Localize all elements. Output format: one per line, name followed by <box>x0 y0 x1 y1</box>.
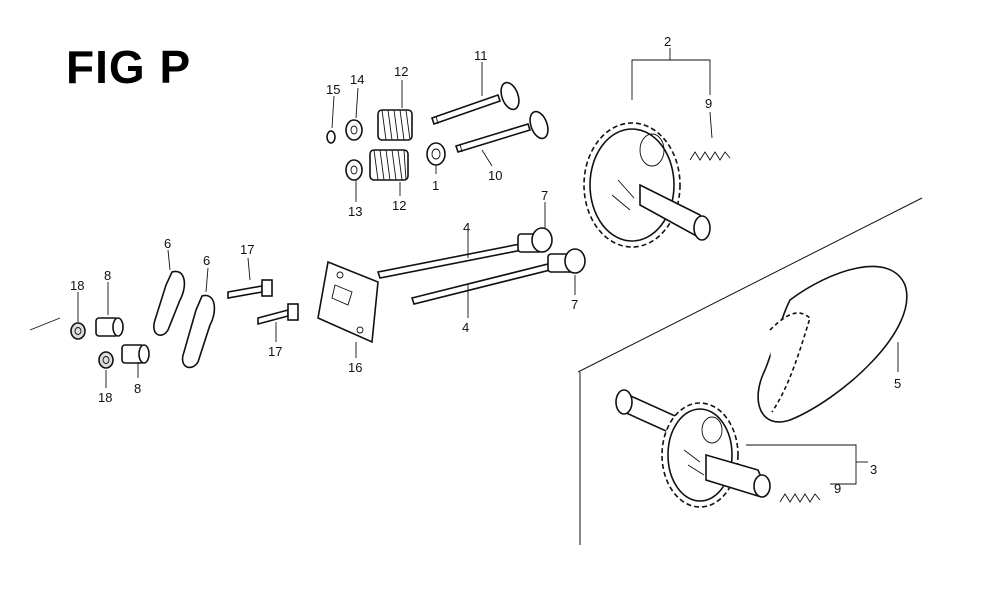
valve-exhaust <box>454 110 549 153</box>
leader-lines <box>29 48 899 485</box>
callout-18-lower: 18 <box>98 390 112 405</box>
pivot-collar-lower <box>121 344 150 364</box>
inset-border <box>577 197 923 545</box>
callout-7-lower: 7 <box>571 297 578 312</box>
push-rod-guide-plate <box>317 260 379 344</box>
callout-12-lower: 12 <box>392 198 406 213</box>
valve-retainer-lower <box>345 159 363 181</box>
callout-6-right: 6 <box>203 253 210 268</box>
callout-12-upper: 12 <box>394 64 408 79</box>
callout-7-upper: 7 <box>541 188 548 203</box>
valve-cotter <box>326 130 336 144</box>
callout-14: 14 <box>350 72 364 87</box>
callout-13: 13 <box>348 204 362 219</box>
callout-4-upper: 4 <box>463 220 470 235</box>
nut-upper <box>70 322 86 340</box>
spring-lower <box>779 493 821 503</box>
figure-title: FIG P <box>66 41 192 93</box>
callout-18-upper: 18 <box>70 278 84 293</box>
camshaft-gear-assembly <box>583 122 711 248</box>
rocker-arm-right <box>181 294 216 369</box>
push-rod-lower <box>410 263 552 305</box>
rocker-arm-left <box>153 270 186 336</box>
nut-lower <box>98 351 114 369</box>
callout-2: 2 <box>664 34 671 49</box>
valve-inlet <box>430 81 520 126</box>
callout-5: 5 <box>894 376 901 391</box>
callout-10: 10 <box>488 168 502 183</box>
callout-9-lower: 9 <box>834 481 841 496</box>
spring-upper <box>689 151 731 161</box>
callout-17-lower: 17 <box>268 344 282 359</box>
crankshaft-sprocket-assembly <box>615 389 771 508</box>
callout-4-lower: 4 <box>462 320 469 335</box>
tappet-lower <box>547 248 586 274</box>
valve-spring-upper <box>377 109 413 141</box>
callout-17-upper: 17 <box>240 242 254 257</box>
valve-stem-seal <box>426 142 446 166</box>
push-rod-upper <box>376 243 524 279</box>
callout-3: 3 <box>870 462 877 477</box>
callout-15: 15 <box>326 82 340 97</box>
callout-8-upper: 8 <box>104 268 111 283</box>
callout-6-left: 6 <box>164 236 171 251</box>
pivot-collar-upper <box>95 317 124 337</box>
callout-9-upper: 9 <box>705 96 712 111</box>
callout-16: 16 <box>348 360 362 375</box>
valve-spring-retainer <box>345 119 363 141</box>
stud-bolt-upper <box>227 279 273 299</box>
callout-labels: 1 2 3 4 4 5 6 6 7 7 8 8 9 9 10 11 12 12 … <box>70 34 901 496</box>
callout-11: 11 <box>474 48 488 63</box>
callout-8-lower: 8 <box>134 381 141 396</box>
callout-1: 1 <box>432 178 439 193</box>
stud-bolt-lower <box>257 303 299 326</box>
tappet-upper <box>517 227 553 253</box>
timing-chain <box>757 265 908 423</box>
valve-spring-lower <box>369 149 409 181</box>
